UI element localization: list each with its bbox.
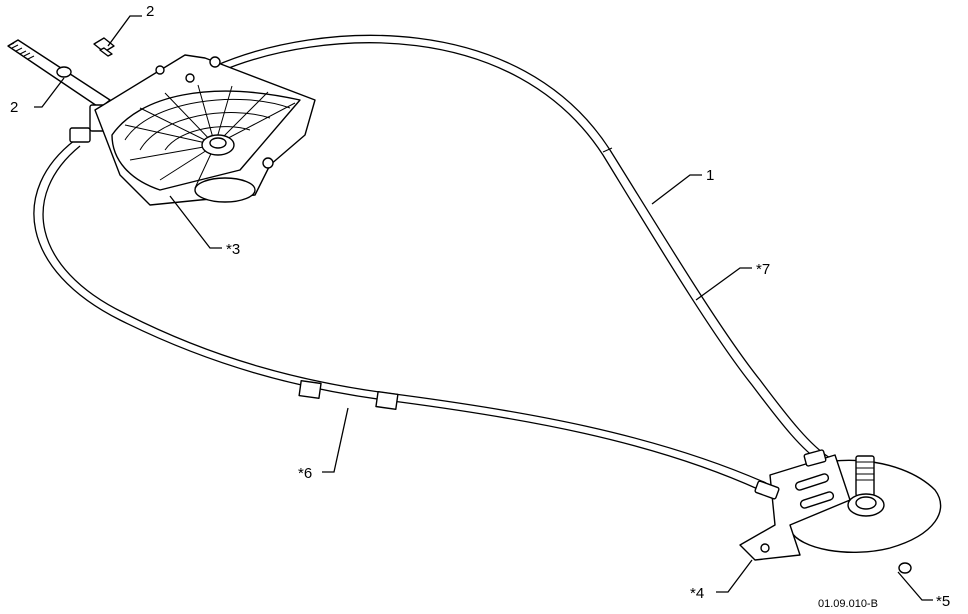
callout-6: *6 [298,465,312,482]
leader-lines [34,15,933,601]
callout-2-top: 2 [146,3,154,20]
cable-bracket [739,449,851,561]
callout-1: 1 [706,167,714,184]
cable-6-lower [33,139,767,491]
drawing-code: 01.09.010-B [818,598,878,610]
bolt-icon [93,37,115,57]
callout-4: *4 [690,585,704,602]
callout-7: *7 [756,261,770,278]
shift-lever-assembly [94,54,316,206]
cable-1-upper [214,34,831,464]
callout-3: *3 [226,241,240,258]
callout-2-left: 2 [10,99,18,116]
callout-5: *5 [936,593,950,610]
shift-rod [7,39,111,143]
